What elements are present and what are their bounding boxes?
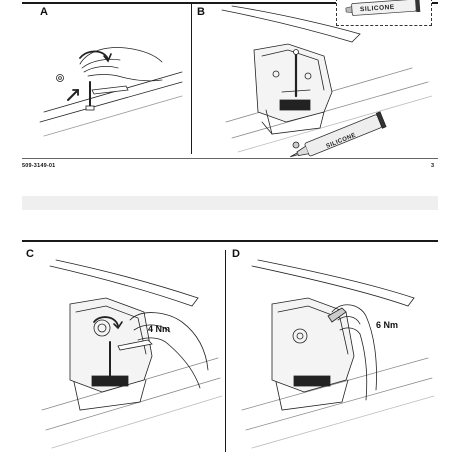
panel-divider [191, 4, 192, 154]
torque-label-d: 6 Nm [376, 320, 399, 330]
panel-label-c: C [26, 248, 34, 260]
panel-c-illustration [41, 259, 223, 449]
document-code: 509-3149-01 [22, 163, 56, 169]
panel-label-a: A [40, 6, 48, 18]
instruction-page-bottom: C D [0, 240, 460, 460]
panel-a-illustration [39, 47, 183, 137]
panel-d-illustration [241, 259, 435, 449]
top-frame-line-2 [22, 240, 438, 242]
instruction-page-top: A B [0, 0, 460, 178]
panel-b-illustration: SILICONE [221, 5, 433, 158]
page-separator-band [22, 196, 438, 210]
torque-label-c: 4 Nm [148, 324, 171, 334]
panel-divider-2 [225, 250, 226, 452]
top-frame-line [22, 2, 438, 4]
bottom-frame-line [22, 158, 438, 159]
panel-label-d: D [232, 248, 240, 260]
silicone-callout-tube [345, 0, 421, 16]
page-number: 3 [431, 163, 435, 169]
panel-label-b: B [197, 6, 205, 18]
